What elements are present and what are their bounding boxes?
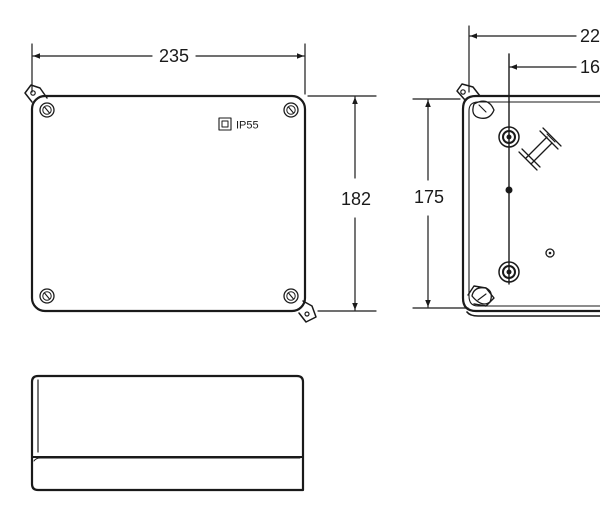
width-dimension [31,43,306,95]
terminal-clip [518,127,562,171]
lid-screw-bottom-left [39,288,55,304]
side-view [30,374,305,492]
height-dimension-175-label: 175 [414,187,444,207]
fixing-boss-bottom [498,261,520,283]
mounting-lug-bottom-right [298,300,317,323]
center-hole [505,186,513,194]
front-view: IP55 235 182 [24,43,377,323]
side-outline [30,374,305,492]
lid-screw-top-right [283,102,299,118]
height-dimension-182 [307,95,377,312]
top-dimension-22-label: 22 [580,26,600,46]
double-insulation-icon [218,117,232,131]
height-dimension-175 [412,98,469,309]
lid-outline [30,94,307,313]
lid-screw-bottom-right [283,288,299,304]
earth-terminal [545,248,555,258]
lid-screw-top-left [39,102,55,118]
keyhole-slot-top [472,100,495,119]
lug-hole-top-left [30,90,36,96]
base-inner-wall [468,101,600,307]
base-view: 175 22 16 [412,25,600,317]
base-mounting-lug-top [456,83,481,101]
top-dimension-22 [468,25,577,93]
ip-rating-mark: IP55 [218,117,259,132]
height-dimension-182-label: 182 [341,189,371,209]
fixing-boss-top [498,126,520,148]
lug-hole-bottom-right [304,311,310,317]
ip-rating-label: IP55 [236,120,259,132]
base-lug-hole-top [460,89,466,95]
side-lid-lower-edge [33,457,301,462]
mounting-lug-top-left [24,84,48,103]
top-dimension-16-label: 16 [580,57,600,77]
base-bottom-lip [466,311,600,317]
base-outline [461,94,600,313]
keyhole-slot-bottom [471,287,492,305]
width-dimension-label: 235 [159,46,189,66]
